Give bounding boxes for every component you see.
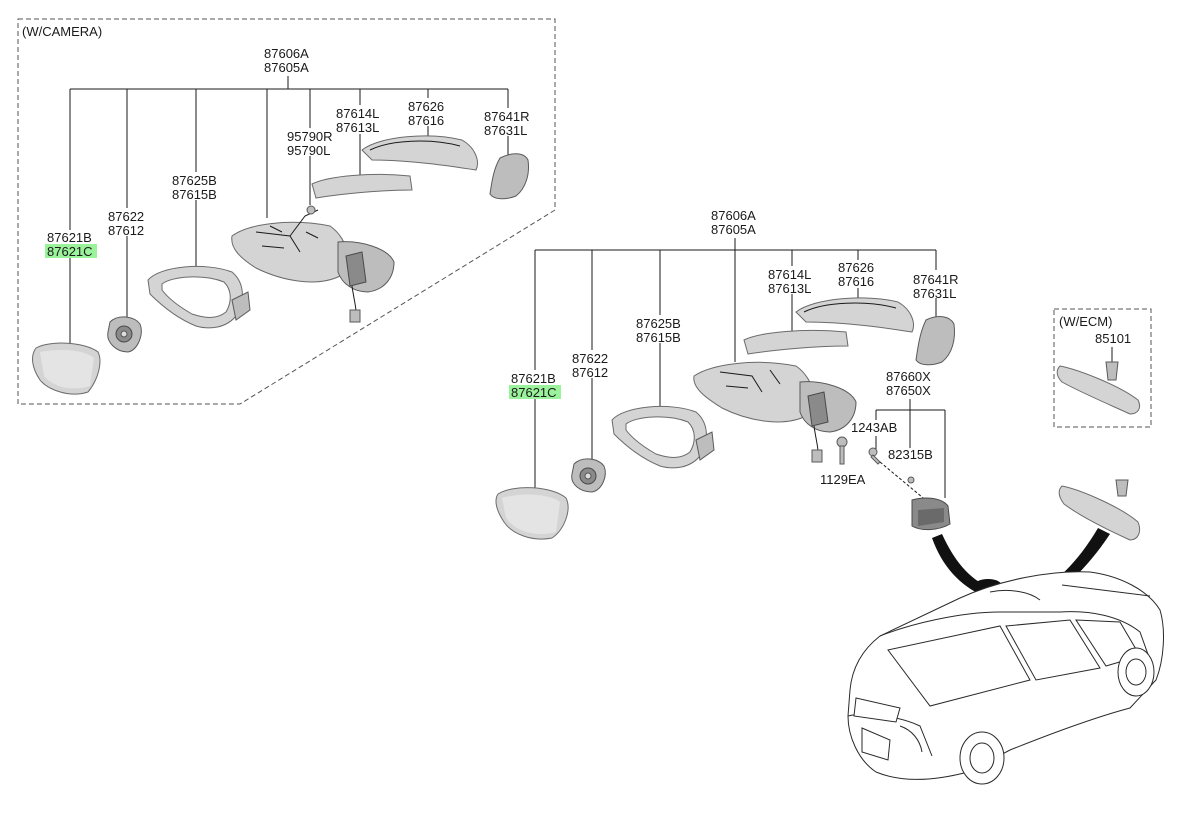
cam-label-87641R[interactable]: 87641R: [484, 109, 530, 124]
camera-section-title: (W/CAMERA): [22, 24, 102, 39]
cam-label-87622[interactable]: 87622: [108, 209, 144, 224]
std-label-87605A[interactable]: 87605A: [711, 222, 756, 237]
cam-label-87606A[interactable]: 87606A: [264, 46, 309, 61]
std-label-87622[interactable]: 87622: [572, 351, 608, 366]
std-label-87625B[interactable]: 87625B: [636, 316, 681, 331]
std-label-87641R[interactable]: 87641R: [913, 272, 959, 287]
cam-label-87631L[interactable]: 87631L: [484, 123, 527, 138]
std-label-87660X[interactable]: 87660X: [886, 369, 931, 384]
cam-label-87613L[interactable]: 87613L: [336, 120, 379, 135]
ecm-section-border: [1053, 308, 1152, 428]
std-label-87606A[interactable]: 87606A: [711, 208, 756, 223]
vehicle-location-group: [847, 479, 1164, 785]
cam-label-87615B[interactable]: 87615B: [172, 187, 217, 202]
cam-label-87621B[interactable]: 87621B: [47, 230, 92, 245]
std-label-87621B[interactable]: 87621B: [511, 371, 556, 386]
std-screw-1129EA-part[interactable]: [836, 436, 848, 465]
std-label-87650X[interactable]: 87650X: [886, 383, 931, 398]
std-screw-1243AB-part[interactable]: [868, 447, 881, 465]
cam-label-95790R[interactable]: 95790R: [287, 129, 333, 144]
cam-label-95790L[interactable]: 95790L: [287, 143, 330, 158]
cam-label-87616[interactable]: 87616: [408, 113, 444, 128]
ecm-section-title: (W/ECM): [1059, 314, 1112, 329]
cam-mirror-body-part[interactable]: [231, 205, 395, 323]
cam-label-87621C[interactable]: 87621C: [47, 244, 93, 259]
std-mirror-body-part[interactable]: [693, 361, 857, 463]
cam-label-87625B[interactable]: 87625B: [172, 173, 217, 188]
ecm-label-85101[interactable]: 85101: [1095, 331, 1131, 346]
cam-label-87612[interactable]: 87612: [108, 223, 144, 238]
camera-section-border: [17, 18, 556, 405]
cam-housing-frame-part[interactable]: [147, 265, 251, 329]
vehicle-illustration: [847, 571, 1164, 785]
std-label-87616[interactable]: 87616: [838, 274, 874, 289]
std-label-1243AB[interactable]: 1243AB: [851, 420, 897, 435]
std-clip-82315B-part[interactable]: [907, 476, 915, 484]
std-housing-frame-part[interactable]: [611, 405, 715, 469]
cam-label-87626[interactable]: 87626: [408, 99, 444, 114]
std-label-82315B[interactable]: 82315B: [888, 447, 933, 462]
location-inside-mirror-part[interactable]: [1058, 479, 1141, 541]
camera-location-callout: [932, 534, 990, 596]
cam-actuator-part[interactable]: [107, 316, 142, 353]
std-side-cover-part[interactable]: [915, 316, 955, 366]
std-label-87631L[interactable]: 87631L: [913, 286, 956, 301]
cam-scalp-cover-part[interactable]: [361, 135, 478, 171]
camera-variant-group: (W/CAMERA) 87606A 87605A 95790R 95790L 8…: [17, 18, 556, 405]
std-label-87615B[interactable]: 87615B: [636, 330, 681, 345]
ecm-inside-mirror-part[interactable]: [1056, 361, 1141, 415]
cam-highlight-87621C: [45, 244, 97, 258]
cam-side-cover-part[interactable]: [489, 153, 529, 200]
std-label-87612[interactable]: 87612: [572, 365, 608, 380]
std-highlight-87621C: [509, 385, 561, 399]
cam-label-87614L[interactable]: 87614L: [336, 106, 379, 121]
std-label-87621C[interactable]: 87621C: [511, 385, 557, 400]
std-scalp-cover-part[interactable]: [795, 297, 914, 333]
std-label-87626[interactable]: 87626: [838, 260, 874, 275]
cam-trim-bar-part[interactable]: [311, 173, 413, 199]
std-label-87614L[interactable]: 87614L: [768, 267, 811, 282]
cam-label-87605A[interactable]: 87605A: [264, 60, 309, 75]
std-trim-bar-part[interactable]: [743, 329, 849, 355]
standard-variant-group: 87606A 87605A 87614L 87613L 87626 87616 …: [495, 208, 959, 540]
std-actuator-part[interactable]: [571, 458, 606, 493]
std-label-1129EA[interactable]: 1129EA: [820, 472, 866, 487]
ecm-variant-group: (W/ECM) 85101: [1053, 308, 1152, 428]
std-label-87613L[interactable]: 87613L: [768, 281, 811, 296]
